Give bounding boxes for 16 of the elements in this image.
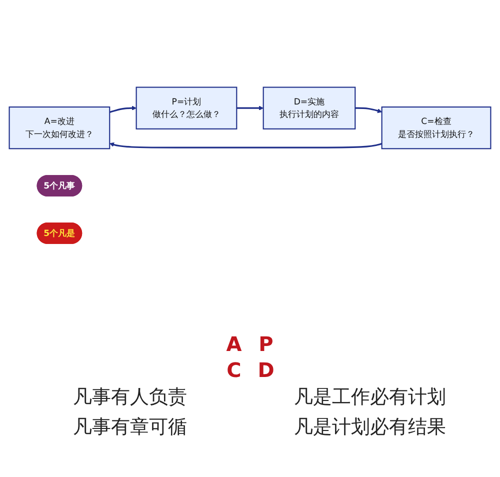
node-box: A=改进 下一次如何改进？ [8, 106, 110, 149]
arrow [236, 105, 264, 110]
cycle-letter: D [256, 358, 276, 382]
arrow [355, 106, 382, 113]
rule-text: 凡是计划必有结果 [293, 415, 447, 440]
rule-text: 凡是工作必有计划 [293, 385, 447, 410]
node-box: P=计划 做什么？怎么做？ [136, 86, 238, 129]
node-box: D=实施 执行计划的内容 [262, 86, 356, 129]
rule-text: 凡事有章可循 [72, 415, 188, 440]
cycle-letter: P [258, 332, 274, 356]
rule-text: 凡事有人负责 [72, 385, 188, 410]
node-box: C=检查 是否按照计划执行？ [381, 106, 492, 149]
cycle-letter: A [225, 332, 243, 356]
arrow [109, 105, 137, 113]
cycle-letter: C [226, 358, 242, 382]
arrow [109, 142, 382, 148]
